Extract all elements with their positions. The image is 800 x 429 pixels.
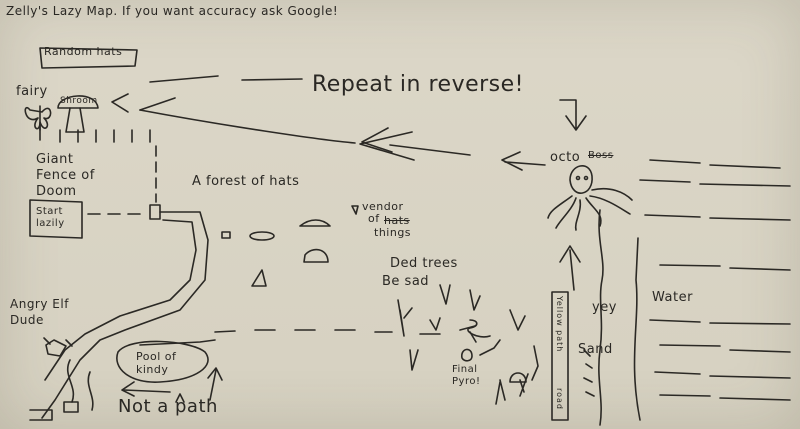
dead-tree: [429, 317, 441, 331]
main-path-left: [41, 211, 209, 419]
yey-label: yey: [592, 300, 617, 315]
tower-icon: [149, 204, 161, 220]
vendor-hats-label: hats: [384, 214, 410, 227]
route-line-upper: [559, 99, 587, 131]
giant-fence: [39, 123, 157, 203]
boss-label: Boss: [588, 150, 614, 161]
route-line-main: [139, 109, 356, 144]
pool-of-kindy-label: Pool of kindy: [136, 350, 177, 376]
yellow-path-label: Yellow path: [555, 296, 564, 353]
shroom-label: Shroom: [60, 96, 98, 106]
arrow-not-a-path-up: [207, 367, 223, 381]
octo-label: octo: [550, 150, 581, 165]
vendor-label: vendor: [362, 200, 404, 213]
random-hats-label: Random hats: [44, 45, 123, 58]
reverse-line-1: [149, 75, 219, 83]
repeat-in-reverse-label: Repeat in reverse!: [312, 72, 524, 97]
mushroom-icon: [57, 95, 99, 133]
dead-tree: [409, 349, 419, 371]
yellow-path: [551, 291, 569, 421]
dead-tree: [479, 339, 501, 356]
start-box: [29, 199, 83, 239]
giant-fence-label: Giant Fence of Doom: [36, 152, 95, 199]
dead-tree: [509, 309, 526, 331]
elf-icon: [45, 339, 67, 357]
coastline: [598, 209, 604, 426]
vendor-of-label: of: [368, 212, 380, 225]
random-hats-box: [39, 47, 138, 69]
pool-of-kindy: [116, 340, 209, 383]
fairy-label: fairy: [16, 84, 48, 99]
bag-icon: [509, 372, 527, 383]
map-title: Zelly's Lazy Map. If you want accuracy a…: [6, 4, 339, 18]
be-sad-label: Be sad: [382, 274, 430, 289]
water-label: Water: [652, 290, 693, 305]
vendor-icon: [351, 205, 359, 215]
dead-tree: [469, 289, 481, 311]
route-arrow-1: [361, 127, 393, 153]
not-a-path-label: Not a path: [118, 396, 218, 417]
reverse-line-2: [241, 78, 303, 81]
water-waves: [639, 159, 791, 401]
fairy-icon: [24, 105, 52, 131]
forest-of-hats-label: A forest of hats: [192, 174, 300, 189]
dead-trees-label: Ded trees: [390, 256, 458, 271]
pyro-icon: [461, 348, 473, 362]
dead-tree: [397, 299, 413, 337]
hat-icon: [249, 231, 275, 241]
dead-tree: [439, 284, 451, 305]
vendor-things-label: things: [374, 226, 412, 239]
arrow-not-a-path-left: [121, 381, 135, 397]
arrow-left-1: [111, 93, 129, 113]
coastline-sea: [633, 237, 641, 421]
arrow-left-2: [139, 97, 176, 111]
path-to-boss: [559, 245, 581, 291]
chest-icon: [63, 401, 79, 413]
route-arrow-2: [501, 151, 523, 171]
final-pyro-label: Final Pyro!: [452, 364, 481, 387]
sand-label: Sand: [578, 342, 613, 357]
dashed-road: [214, 325, 476, 335]
road-label: road: [555, 388, 564, 410]
hat-icon: [221, 231, 231, 239]
octopus-boss-icon: [547, 165, 633, 231]
start-lazily-label: Start lazily: [36, 206, 65, 229]
angry-elf-dude-label: Angry Elf Dude: [10, 297, 69, 327]
